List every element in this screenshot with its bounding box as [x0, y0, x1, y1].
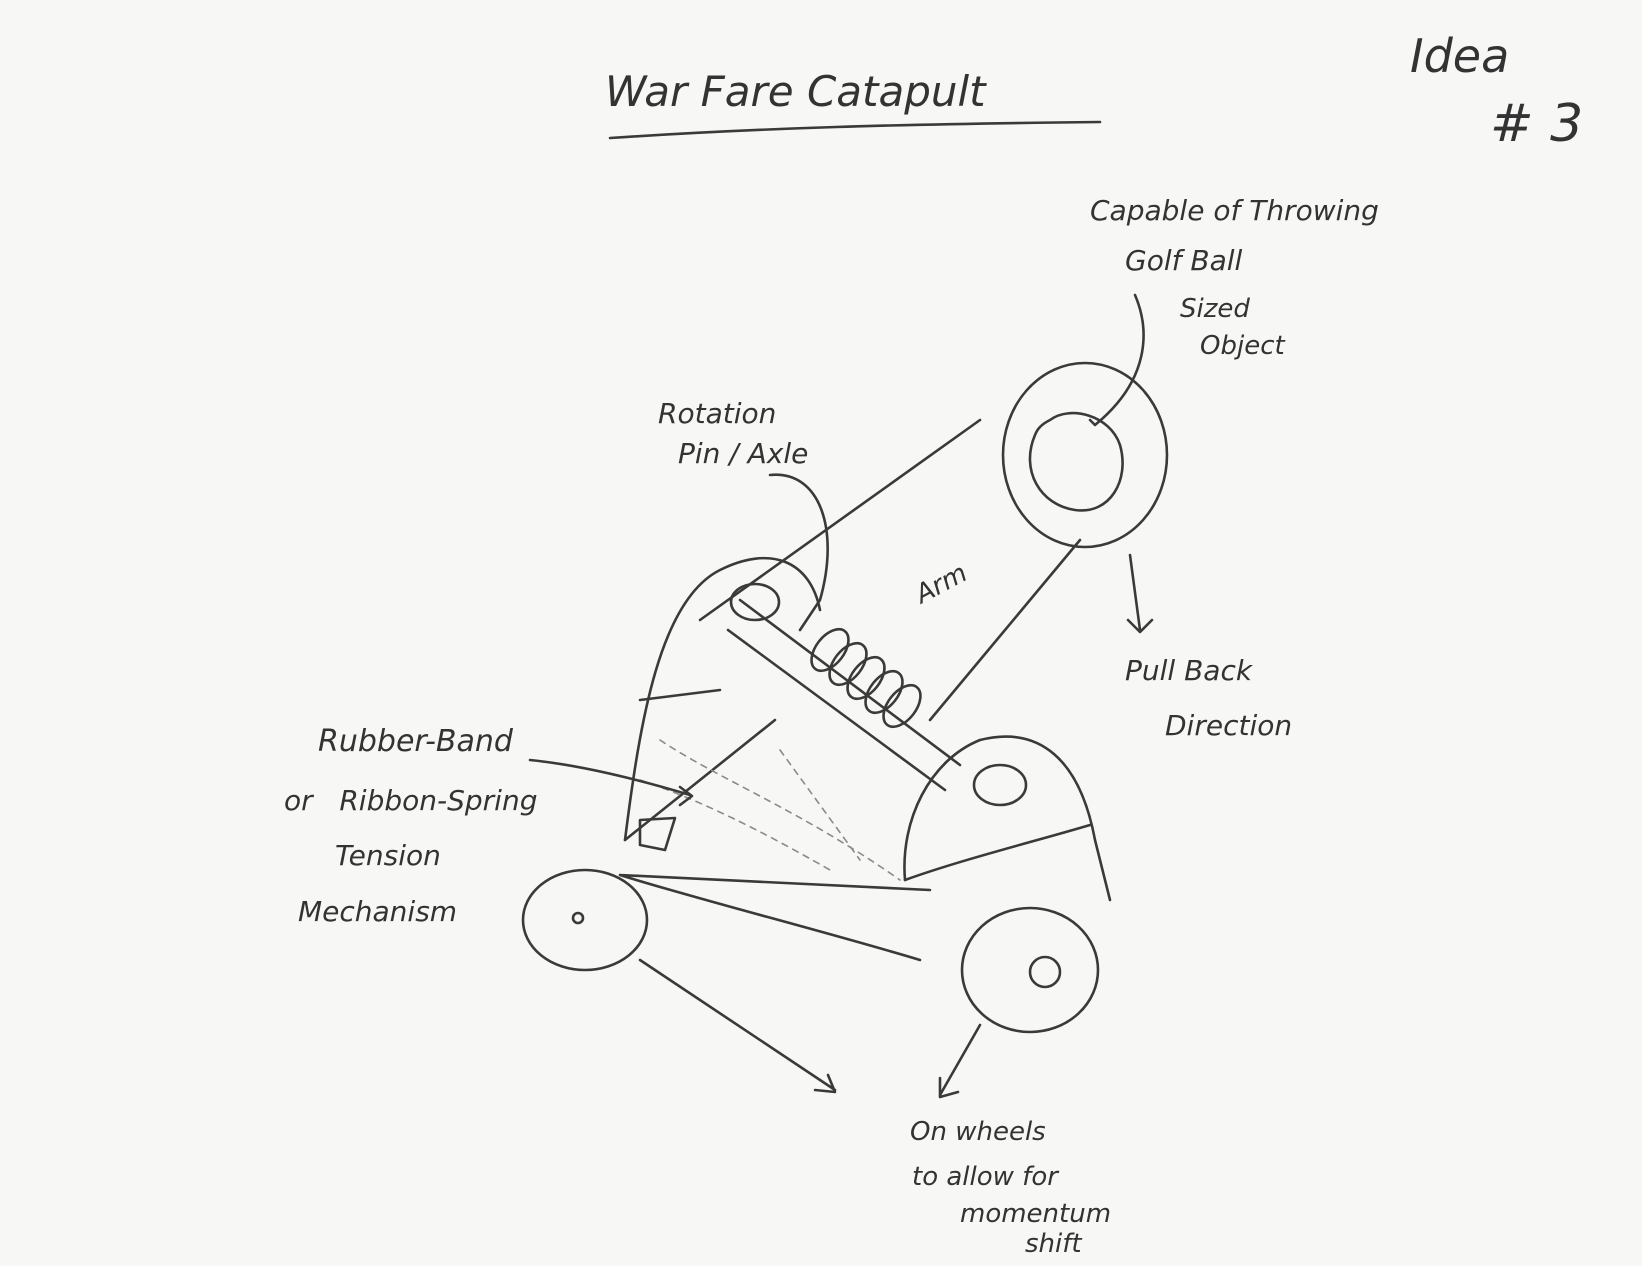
wheel-leader-front: [638, 958, 837, 1094]
pull-back-arrow: [1126, 553, 1154, 634]
rear-block-face: [903, 823, 1092, 882]
axle: [726, 598, 962, 792]
idea-label: Idea: [1410, 29, 1510, 83]
rear-wheel: [960, 906, 1100, 1034]
tension-label-line4: Mechanism: [298, 895, 458, 928]
front-wheel-hub: [571, 911, 585, 925]
wheels-label-line1: On wheels: [910, 1117, 1046, 1147]
tension-label-line3: Tension: [335, 839, 441, 872]
wheels-label-line3: momentum: [960, 1199, 1112, 1229]
wheels-label-line4: shift: [1025, 1229, 1082, 1259]
rotation-label-line1: Rotation: [658, 397, 777, 430]
tension-leader: [528, 758, 694, 807]
capable-label-line3: Sized: [1180, 294, 1250, 324]
pull-back-label-line2: Direction: [1165, 709, 1293, 742]
title-underline: [608, 120, 1102, 140]
page-title: War Fare Catapult: [605, 67, 986, 116]
tension-label-line2: or Ribbon-Spring: [284, 784, 538, 817]
left-brace: [623, 688, 777, 842]
wheels-label-line2: to allow for: [912, 1162, 1058, 1192]
rotation-leader: [768, 473, 829, 632]
capable-leader: [1088, 293, 1145, 427]
capable-label-line1: Capable of Throwing: [1090, 194, 1379, 227]
left-upright: [623, 556, 822, 842]
capable-label-line4: Object: [1200, 331, 1285, 361]
base-frame: [618, 873, 932, 962]
capable-label-line2: Golf Ball: [1125, 244, 1243, 277]
pull-back-label-line1: Pull Back: [1125, 654, 1253, 687]
arm-cup-outer: [1001, 361, 1169, 549]
tension-band: [638, 816, 677, 852]
spring-coils: [810, 627, 922, 729]
rear-block: [903, 735, 1112, 902]
arm-outline: [698, 418, 1082, 722]
tension-label-line1: Rubber-Band: [318, 724, 513, 759]
left-pivot-hole: [729, 582, 781, 622]
rear-wheel-hub: [1028, 955, 1062, 989]
rotation-label-line2: Pin / Axle: [678, 437, 809, 470]
hidden-lines: [639, 739, 901, 881]
arm-cup-ball: [1028, 411, 1124, 512]
front-wheel: [521, 868, 649, 972]
idea-number: # 3: [1490, 94, 1584, 154]
wheel-leader-rear: [938, 1023, 982, 1099]
rear-block-hole: [972, 763, 1028, 807]
